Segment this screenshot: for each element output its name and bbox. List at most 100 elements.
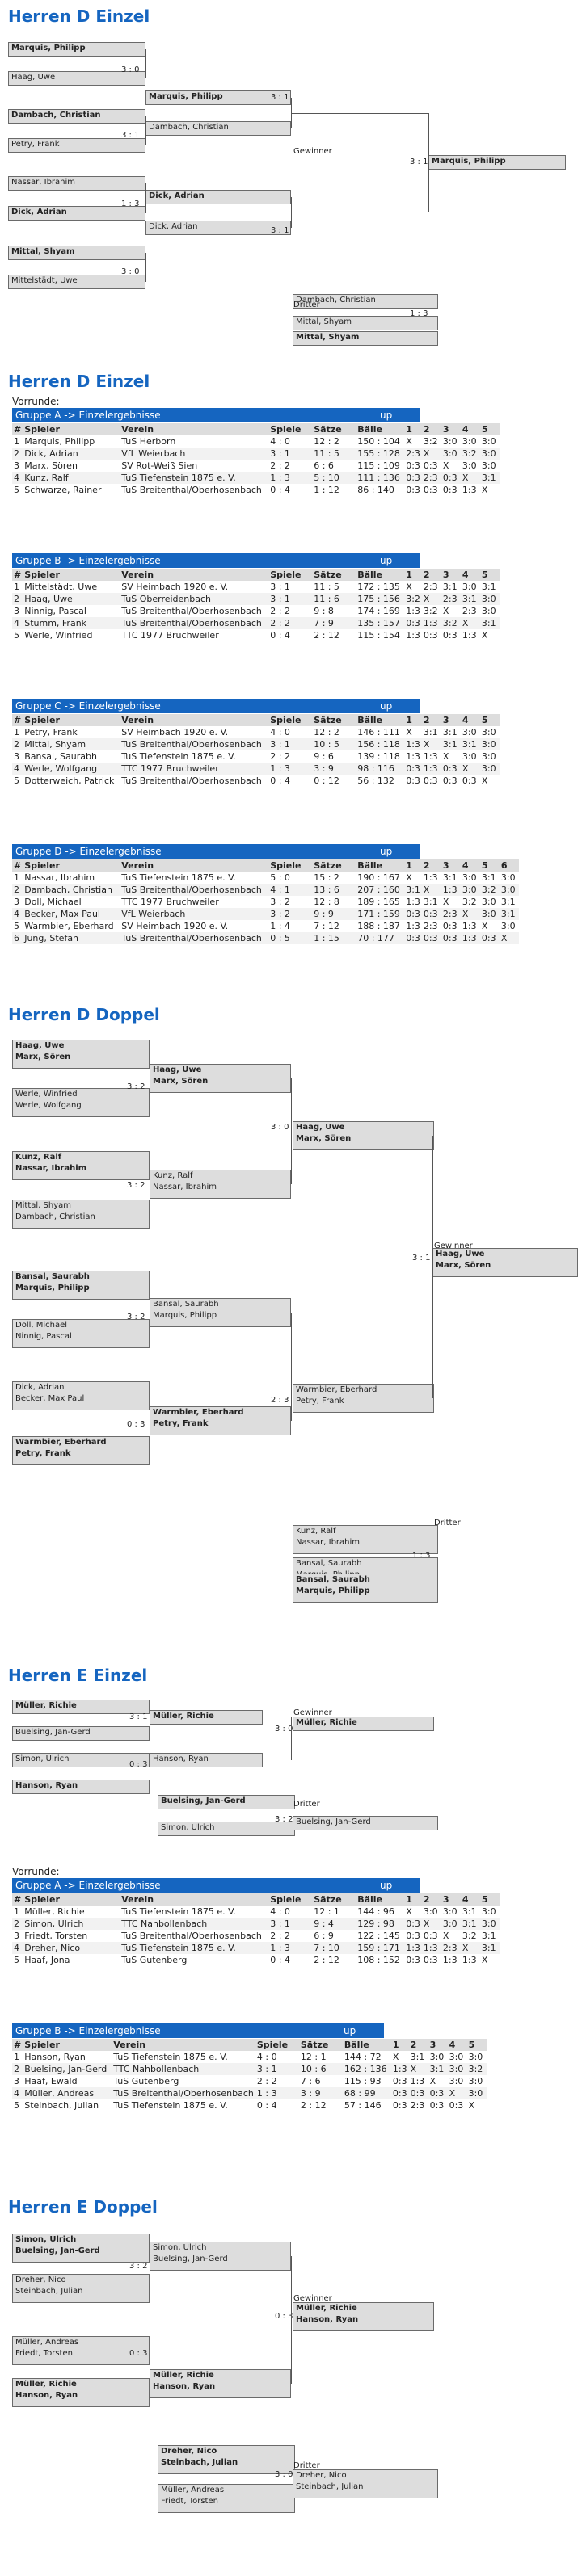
table-cell: 139 : 118: [357, 751, 400, 762]
column-header: 3: [429, 2040, 436, 2050]
table-cell: 5: [14, 921, 19, 931]
table-cell: 156 : 118: [357, 739, 400, 750]
up-link[interactable]: up: [380, 1880, 393, 1891]
table-cell: Bansal, Saurabh: [24, 751, 97, 762]
table-cell: 12 : 2: [314, 436, 340, 447]
table-cell: 0:3: [429, 2088, 445, 2099]
column-header: 1: [392, 2040, 399, 2050]
player-name: Müller, Richie: [15, 2380, 77, 2389]
up-link[interactable]: up: [380, 846, 393, 857]
table-cell: 5: [14, 2100, 19, 2111]
table-cell: 6: [14, 933, 19, 943]
table-cell: 5 : 10: [314, 473, 340, 483]
table-cell: 3:0: [462, 751, 477, 762]
table-cell: 3 : 1: [270, 594, 290, 604]
player-name: Mittal, Shyam: [296, 333, 360, 342]
table-cell: 68 : 99: [344, 2088, 376, 2099]
player-name: Haag, Uwe: [296, 1123, 345, 1132]
match-score: 0 : 3: [129, 2349, 148, 2358]
bracket-title: Herren E Einzel: [8, 1666, 148, 1685]
table-cell: Dreher, Nico: [24, 1943, 81, 1953]
player-name: Warmbier, Eberhard: [296, 1385, 377, 1394]
table-cell: 4 : 0: [270, 727, 290, 738]
column-header: 2: [410, 2040, 417, 2050]
table-cell: 3:1: [442, 582, 458, 592]
column-header: 1: [406, 569, 412, 580]
column-header: Bälle: [357, 424, 383, 435]
bracket-box: Simon, Ulrich: [12, 1753, 150, 1767]
table-cell: Friedt, Torsten: [24, 1931, 88, 1941]
table-cell: 3:0: [481, 897, 496, 907]
table-cell: 1:3: [406, 606, 420, 616]
table-cell: 3:1: [410, 2052, 425, 2062]
table-cell: 9 : 4: [314, 1918, 334, 1929]
table-cell: TuS Breitenthal/Oberhosenbach: [113, 2088, 254, 2099]
column-header: Spiele: [270, 860, 302, 871]
table-cell: TuS Breitenthal/Oberhosenbach: [121, 933, 262, 943]
table-cell: TTC 1977 Bruchweiler: [121, 763, 219, 774]
table-cell: 1: [14, 2052, 19, 2062]
table-cell: X: [481, 775, 488, 786]
table-cell: 0:3: [442, 921, 458, 931]
connector-line: [291, 1313, 292, 1421]
table-cell: TuS Oberreidenbach: [121, 594, 212, 604]
table-cell: 7 : 12: [314, 921, 340, 931]
player-name: Buelsing, Jan-Gerd: [296, 1817, 371, 1826]
table-cell: 7 : 6: [300, 2076, 321, 2086]
column-header: #: [14, 424, 22, 435]
player-name: Steinbach, Julian: [296, 2482, 364, 2491]
player-name: Marquis, Philipp: [153, 1311, 217, 1320]
table-cell: X: [392, 2052, 399, 2062]
table-cell: SV Heimbach 1920 e. V.: [121, 582, 229, 592]
table-cell: 3:0: [481, 909, 496, 919]
table-cell: Müller, Andreas: [24, 2088, 95, 2099]
table-cell: X: [410, 2064, 417, 2074]
column-header: Sätze: [314, 715, 342, 725]
match-score: 1 : 3: [410, 309, 428, 318]
table-cell: 122 : 145: [357, 1931, 400, 1941]
up-link[interactable]: up: [380, 410, 393, 421]
table-cell: 9 : 8: [314, 606, 334, 616]
table-cell: 3:1: [442, 727, 458, 738]
table-cell: X: [423, 448, 430, 459]
table-cell: 1 : 3: [270, 763, 290, 774]
player-name: Mittal, Shyam: [296, 317, 352, 326]
bracket-box: Dick, Adrian: [8, 206, 146, 221]
table-cell: X: [500, 933, 508, 943]
table-cell: X: [423, 885, 430, 895]
column-header: 3: [442, 424, 449, 435]
column-header: Verein: [121, 569, 154, 580]
table-cell: 3:1: [481, 618, 496, 628]
table-cell: 159 : 171: [357, 1943, 400, 1953]
table-cell: Haaf, Ewald: [24, 2076, 78, 2086]
bracket-box: Buelsing, Jan-Gerd: [293, 1816, 438, 1830]
up-link[interactable]: up: [380, 555, 393, 566]
table-cell: 3:1: [442, 872, 458, 883]
column-header: #: [14, 860, 22, 871]
up-link[interactable]: up: [344, 2025, 356, 2036]
table-cell: TuS Breitenthal/Oberhosenbach: [121, 618, 262, 628]
table-cell: TTC Nahbollenbach: [121, 1918, 208, 1929]
table-cell: Doll, Michael: [24, 897, 82, 907]
column-header: 1: [406, 424, 412, 435]
table-cell: 115 : 93: [344, 2076, 382, 2086]
table-cell: 2 : 12: [314, 1955, 340, 1965]
table-cell: Werle, Winfried: [24, 630, 93, 641]
table-cell: 1 : 3: [256, 2088, 277, 2099]
table-cell: Marquis, Philipp: [24, 436, 95, 447]
up-link[interactable]: up: [380, 700, 393, 712]
table-cell: 3:1: [442, 739, 458, 750]
